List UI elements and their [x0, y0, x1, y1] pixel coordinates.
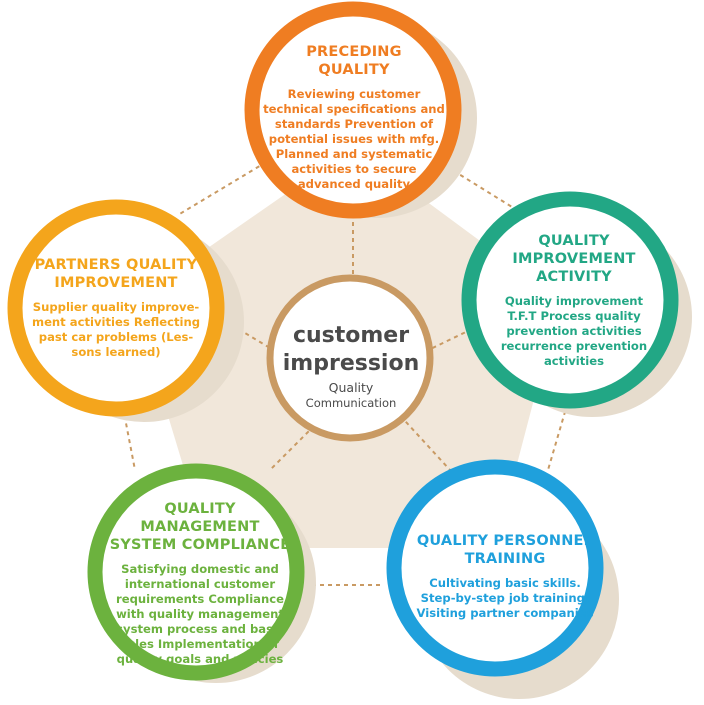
- node-title: QUALITY MANAGEMENT SYSTEM COMPLIANCE: [109, 501, 291, 553]
- node-title: QUALITY IMPROVEMENT ACTIVITY: [512, 233, 636, 285]
- node-text-preceding-quality: PRECEDING QUALITY Reviewing customer tec…: [262, 43, 446, 192]
- node-title: PRECEDING QUALITY: [306, 44, 402, 78]
- center-line-1: customer: [292, 323, 410, 348]
- node-body: Quality improvement T.F.T Process qualit…: [500, 294, 648, 368]
- center-sub-1: Quality: [328, 380, 374, 395]
- center-line-2: impression: [282, 351, 420, 376]
- node-title: QUALITY PERSONNEL TRAINING: [416, 533, 594, 567]
- node-quality-management-system-compliance: [87, 463, 305, 681]
- node-text-quality-improvement-activity: QUALITY IMPROVEMENT ACTIVITY Quality imp…: [484, 232, 664, 369]
- node-preceding-quality: [244, 1, 462, 219]
- node-body: Cultivating basic skills. Step-by-step j…: [416, 576, 594, 620]
- center-sub-2: Communication: [305, 396, 397, 410]
- node-body: Reviewing customer technical specificati…: [263, 87, 445, 191]
- center-label: customer impression Quality Communicatio…: [271, 322, 431, 411]
- node-text-quality-personnel-training: QUALITY PERSONNEL TRAINING Cultivating b…: [414, 532, 596, 621]
- node-title: PARTNERS QUALITY IMPROVEMENT: [34, 257, 198, 291]
- node-text-quality-management-system-compliance: QUALITY MANAGEMENT SYSTEM COMPLIANCE Sat…: [103, 500, 297, 667]
- center-circle: [266, 274, 434, 442]
- node-quality-improvement-activity: [461, 191, 679, 409]
- node-partners-quality-improvement: [7, 199, 225, 417]
- node-text-partners-quality-improvement: PARTNERS QUALITY IMPROVEMENT Supplier qu…: [28, 256, 204, 360]
- node-body: Satisfying domestic and international cu…: [116, 562, 284, 666]
- node-body: Supplier quality improve- ment activitie…: [31, 300, 201, 359]
- node-quality-personnel-training: [386, 459, 604, 677]
